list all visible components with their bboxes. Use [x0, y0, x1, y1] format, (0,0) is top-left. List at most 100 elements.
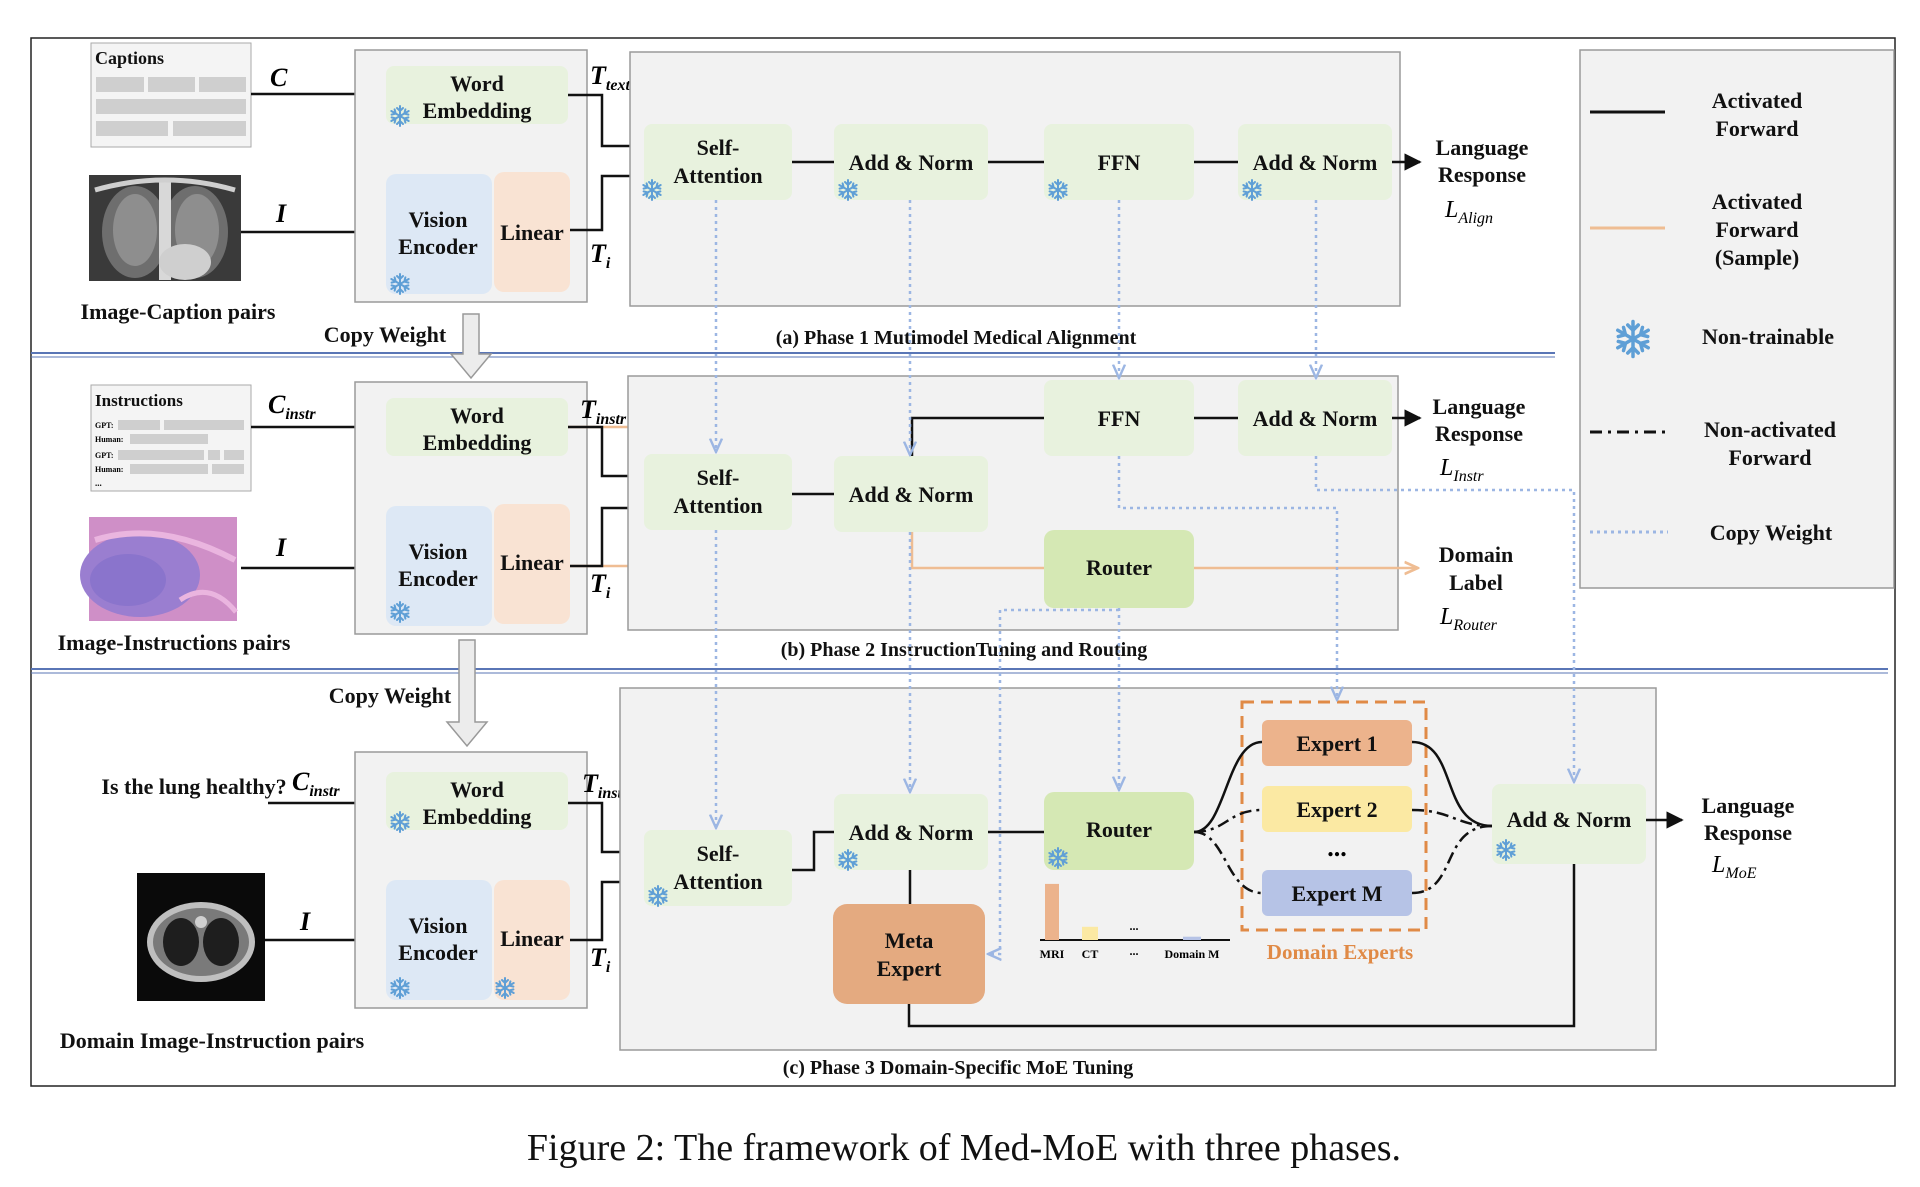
- symbol-t-i: Ti: [590, 569, 611, 602]
- svg-text:Response: Response: [1435, 421, 1523, 446]
- svg-text:Linear: Linear: [500, 220, 564, 245]
- svg-text:Response: Response: [1704, 820, 1792, 845]
- svg-text:Encoder: Encoder: [398, 566, 478, 591]
- svg-text:Domain: Domain: [1439, 542, 1514, 567]
- bar-label-mri: MRI: [1040, 947, 1065, 961]
- svg-text:...: ...: [1130, 944, 1139, 958]
- svg-text:Response: Response: [1438, 162, 1526, 187]
- linear-block: Linear: [494, 172, 570, 292]
- symbol-t-i: Ti: [590, 239, 611, 272]
- legend-box: [1579, 49, 1895, 589]
- symbol-t-text: Ttext: [590, 61, 630, 94]
- phase-3: Is the lung healthy? Domain Image-Instru…: [60, 687, 1795, 1079]
- legend-activated-forward-sample: Activated Forward (Sample): [1590, 189, 1802, 270]
- svg-text:Attention: Attention: [673, 163, 762, 188]
- non-activated-forward-line: [1193, 830, 1263, 895]
- svg-text:Word: Word: [450, 71, 504, 96]
- add-norm-block: Add & Norm: [1238, 380, 1392, 456]
- symbol-c: C: [270, 63, 288, 92]
- captions-document: Captions: [90, 42, 252, 148]
- svg-text:Vision: Vision: [408, 913, 467, 938]
- svg-text:LMoE: LMoE: [1711, 852, 1757, 882]
- symbol-i: I: [275, 533, 287, 562]
- svg-text:Self-: Self-: [697, 465, 740, 490]
- figure-caption: Figure 2: The framework of Med-MoE with …: [527, 1127, 1401, 1169]
- meta-expert-block: Meta Expert: [833, 904, 985, 1004]
- copy-weight-arrow: Copy Weight: [329, 639, 489, 748]
- svg-text:Activated: Activated: [1712, 88, 1802, 113]
- legend-non-activated-forward: Non-activated Forward: [1590, 417, 1836, 470]
- phase-3-title: (c) Phase 3 Domain-Specific MoE Tuning: [783, 1057, 1134, 1079]
- router-block: Router: [1044, 792, 1194, 870]
- svg-text:FFN: FFN: [1098, 150, 1141, 175]
- bar-mri: [1045, 883, 1059, 940]
- domain-experts-label: Domain Experts: [1267, 940, 1413, 964]
- bar-label-domain-m: Domain M: [1165, 947, 1220, 961]
- ct-scan-image: [137, 873, 265, 1001]
- svg-text:Human:: Human:: [95, 435, 123, 444]
- figure-frame: [30, 37, 1896, 1087]
- svg-text:Embedding: Embedding: [423, 804, 532, 829]
- svg-text:Expert M: Expert M: [1291, 881, 1382, 906]
- svg-text:Add & Norm: Add & Norm: [1253, 406, 1378, 431]
- svg-text:Non-trainable: Non-trainable: [1702, 324, 1834, 349]
- svg-text:Vision: Vision: [408, 207, 467, 232]
- copy-weight-arrow: Copy Weight: [324, 313, 493, 380]
- captions-doc-title: Captions: [95, 48, 164, 68]
- legend-activated-forward: Activated Forward: [1590, 88, 1802, 141]
- svg-text:Copy Weight: Copy Weight: [329, 683, 452, 708]
- svg-text:Add & Norm: Add & Norm: [849, 820, 974, 845]
- svg-text:Expert 2: Expert 2: [1296, 797, 1377, 822]
- svg-text:Word: Word: [450, 777, 504, 802]
- linear-block: Linear: [494, 504, 570, 624]
- svg-text:Attention: Attention: [673, 493, 762, 518]
- bar-domain-m: [1183, 936, 1201, 940]
- question-text: Is the lung healthy?: [101, 774, 286, 799]
- svg-text:Copy Weight: Copy Weight: [1710, 520, 1833, 545]
- svg-text:Add & Norm: Add & Norm: [849, 150, 974, 175]
- non-activated-forward-line: [1193, 808, 1263, 834]
- language-response-output: Language Response LMoE: [1702, 793, 1795, 882]
- svg-text:(Sample): (Sample): [1715, 245, 1799, 270]
- svg-text:Encoder: Encoder: [398, 234, 478, 259]
- histopathology-image: [80, 517, 238, 621]
- svg-text:LAlign: LAlign: [1444, 197, 1493, 227]
- add-norm-block: Add & Norm: [1492, 784, 1646, 864]
- expert-1-block: Expert 1: [1262, 720, 1412, 766]
- pairs-label: Domain Image-Instruction pairs: [60, 1028, 365, 1053]
- bar-ct: [1082, 926, 1098, 940]
- svg-text:Forward: Forward: [1728, 445, 1811, 470]
- instructions-document: Instructions GPT: Human: GPT: Human: ...: [90, 384, 252, 492]
- svg-text:Language: Language: [1433, 394, 1526, 419]
- activated-forward-line: [1193, 740, 1263, 834]
- legend-non-trainable: Non-trainable: [1616, 319, 1834, 359]
- svg-text:Language: Language: [1436, 135, 1529, 160]
- bar-label-ct: CT: [1082, 947, 1099, 961]
- expert-2-block: Expert 2: [1262, 786, 1412, 832]
- svg-text:Expert: Expert: [877, 956, 942, 981]
- add-norm-block: Add & Norm: [834, 124, 988, 201]
- svg-text:FFN: FFN: [1098, 406, 1141, 431]
- symbol-c-instr: Cinstr: [292, 767, 340, 800]
- symbol-t-i: Ti: [590, 943, 611, 976]
- svg-text:GPT:: GPT:: [95, 451, 114, 460]
- svg-text:...: ...: [1130, 919, 1139, 933]
- legend: Activated Forward Activated Forward (Sam…: [1579, 49, 1895, 589]
- svg-text:Label: Label: [1449, 570, 1503, 595]
- ffn-block: FFN: [1044, 380, 1194, 456]
- phase-2-title: (b) Phase 2 InstructionTuning and Routin…: [781, 639, 1148, 661]
- symbol-i: I: [275, 199, 287, 228]
- word-embedding-block: Word Embedding: [386, 772, 568, 833]
- add-norm-block: Add & Norm: [1238, 124, 1392, 201]
- symbol-t-instr: Tinstr: [580, 395, 627, 428]
- svg-text:Activated: Activated: [1712, 189, 1802, 214]
- svg-text:Add & Norm: Add & Norm: [849, 482, 974, 507]
- copy-weight-lines: [716, 200, 1574, 954]
- router-block: Router: [1044, 530, 1194, 608]
- svg-text:Linear: Linear: [500, 550, 564, 575]
- symbol-c-instr: Cinstr: [268, 390, 316, 423]
- add-norm-block: Add & Norm: [834, 794, 988, 871]
- svg-text:Self-: Self-: [697, 135, 740, 160]
- ffn-block: FFN: [1044, 124, 1194, 201]
- svg-text:Encoder: Encoder: [398, 940, 478, 965]
